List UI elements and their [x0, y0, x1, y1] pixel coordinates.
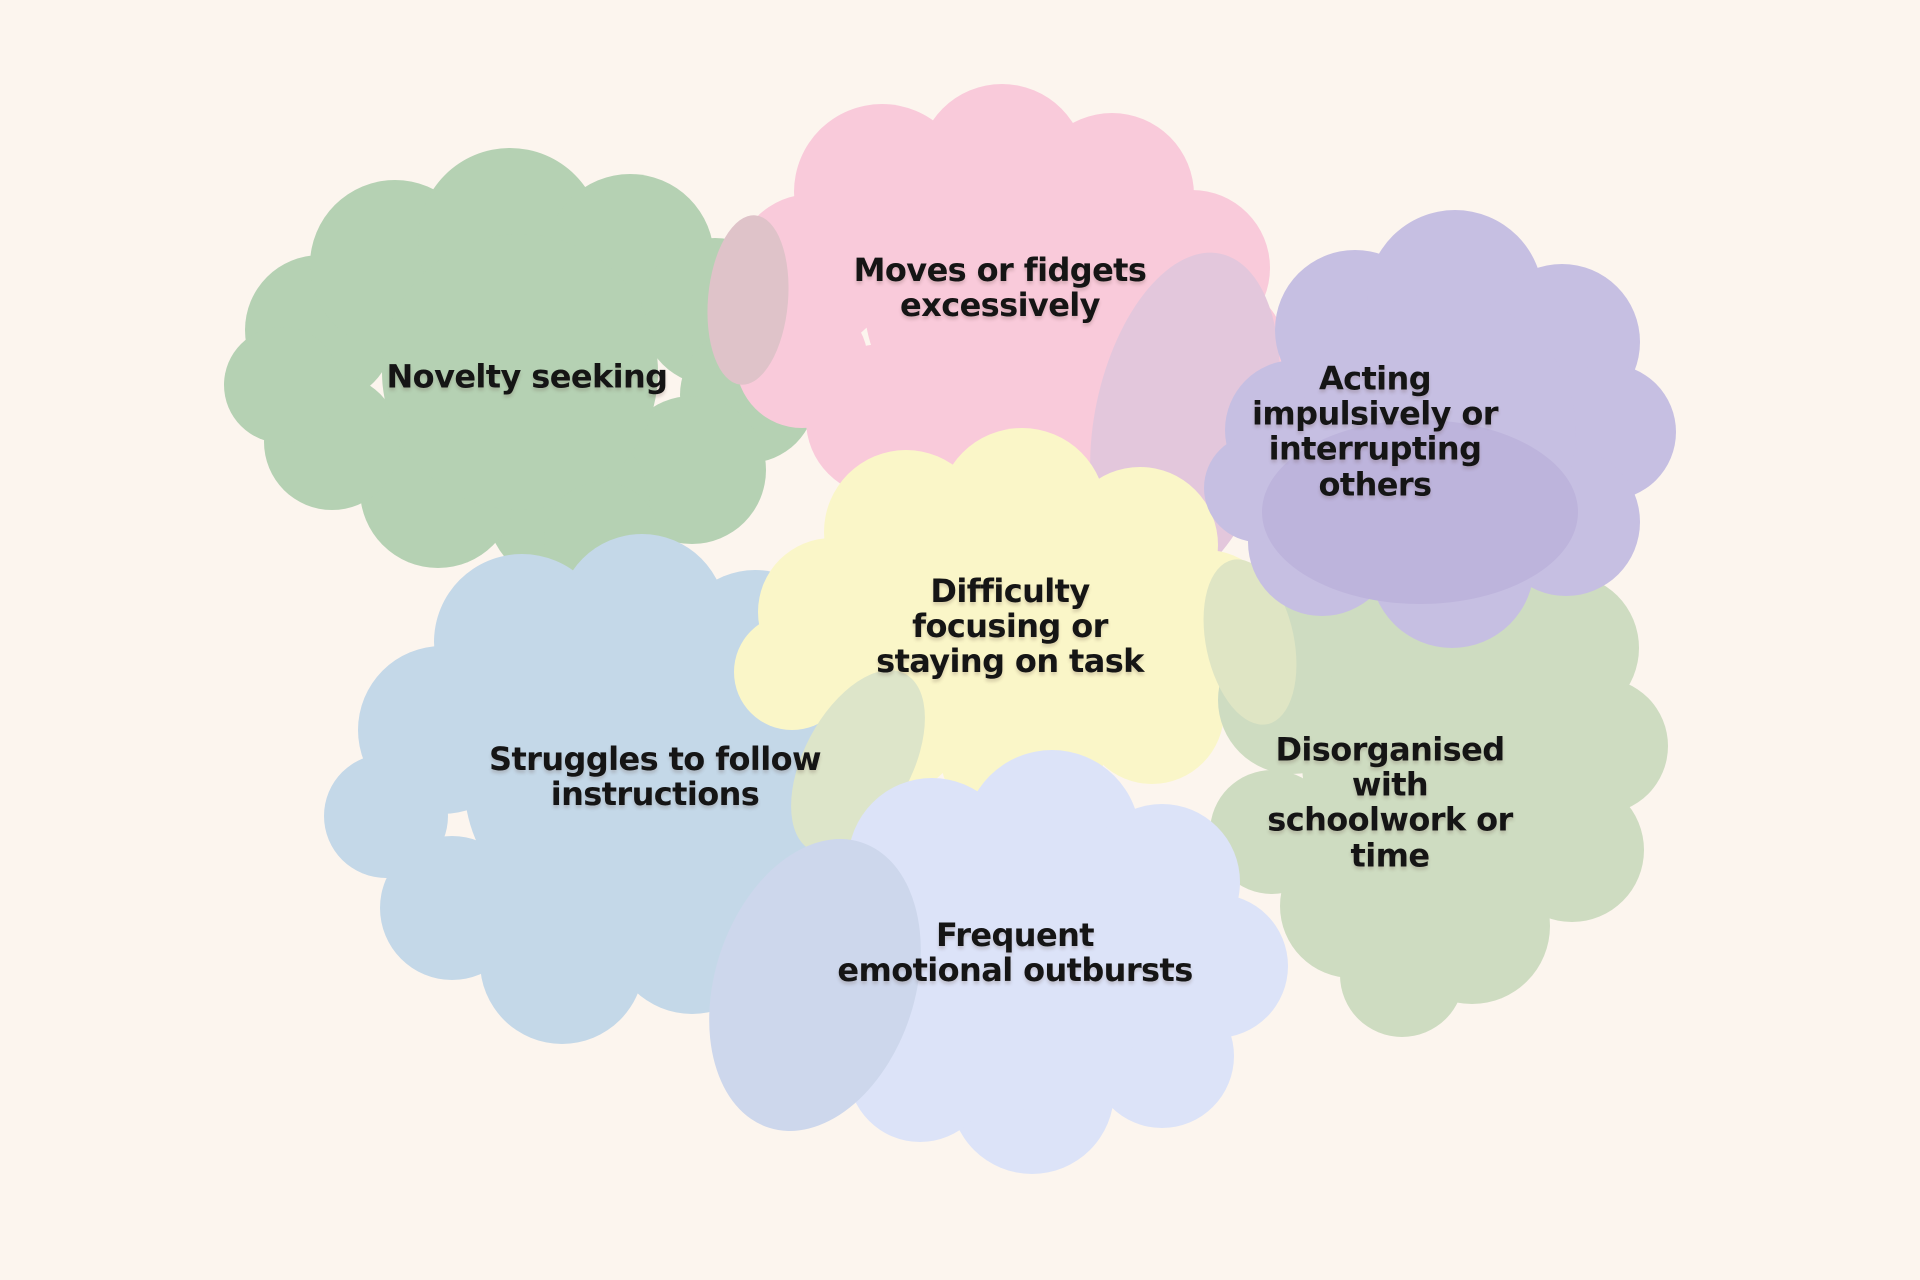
overlap-periwinkle-over-blue	[709, 839, 921, 1131]
bubble-shape-moves-fidgets	[707, 84, 1286, 588]
bubble-label-disorganised: Disorganised with schoolwork or time	[1267, 730, 1513, 875]
bubble-shape-acting-impulsively	[1204, 210, 1676, 648]
bubble-label-moves-fidgets: Moves or fidgets excessively	[853, 250, 1147, 324]
bubble-shape-novelty-seeking	[224, 148, 816, 598]
bubble-shape-emotional-outbursts	[709, 750, 1288, 1174]
bubble-label-acting-impulsively: Acting impulsively or interrupting other…	[1252, 359, 1498, 504]
overlap-sage-over-yellow	[1203, 559, 1297, 725]
bubble-label-novelty-seeking: Novelty seeking	[386, 357, 669, 396]
overlap-pink-over-green	[707, 215, 789, 385]
bubble-shape-difficulty-focusing	[734, 428, 1278, 854]
bubble-label-emotional-outbursts: Frequent emotional outbursts	[837, 915, 1193, 989]
bubble-label-struggles-instructions: Struggles to follow instructions	[489, 739, 822, 813]
bubble-label-difficulty-focusing: Difficulty focusing or staying on task	[876, 572, 1144, 681]
overlap-purple-inner	[1262, 420, 1578, 604]
